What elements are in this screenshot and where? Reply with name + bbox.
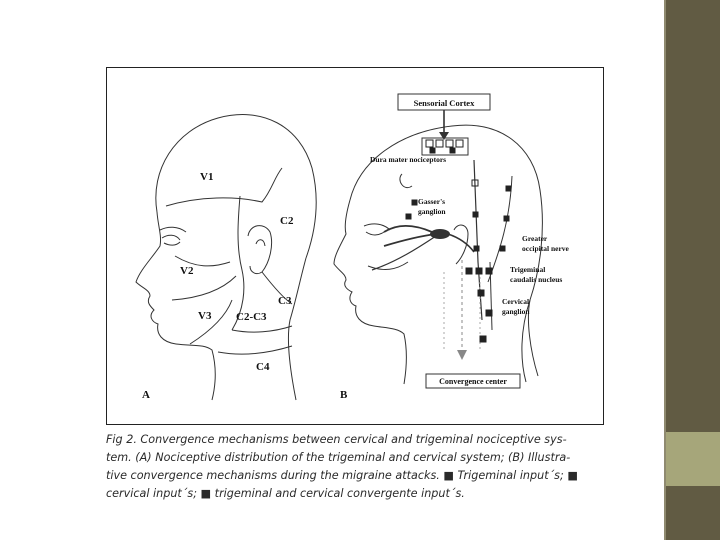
label-gasser-1: Gasser's: [418, 197, 445, 206]
caption-line: tive convergence mechanisms during the m…: [106, 467, 616, 485]
cortex-arrow-icon: [439, 132, 449, 140]
panel-a-labels: V1 V2 V3 C2 C2-C3 C3 C4 A: [142, 171, 294, 401]
panel-a-head: [136, 115, 316, 400]
input-markers: [406, 140, 511, 342]
region-c3: C3: [278, 295, 292, 307]
label-occipital-1: Greater: [522, 234, 548, 243]
label-trigeminal-1: Trigeminal: [510, 265, 545, 274]
label-trigeminal-2: caudalis nucleus: [510, 275, 562, 284]
label-dura-mater: Dura mater nociceptors: [370, 155, 446, 164]
panel-b-labels: Sensorial Cortex Dura mater nociceptors …: [340, 98, 570, 401]
label-cervical-2: ganglion: [502, 307, 530, 316]
region-v3: V3: [198, 310, 212, 322]
panel-b-head: [334, 110, 542, 384]
region-v2: V2: [180, 265, 194, 277]
caption-line: Fig 2. Convergence mechanisms between ce…: [106, 431, 616, 449]
region-c4: C4: [256, 361, 270, 373]
label-occipital-2: occipital nerve: [522, 244, 570, 253]
panel-label-a: A: [142, 389, 150, 401]
caption-line: cervical input´s; ■ trigeminal and cervi…: [106, 485, 616, 503]
label-gasser-2: ganglion: [418, 207, 446, 216]
label-sensorial-cortex: Sensorial Cortex: [414, 98, 475, 108]
region-c2: C2: [280, 215, 294, 227]
caption-line: tem. (A) Nociceptive distribution of the…: [106, 449, 616, 467]
panel-label-b: B: [340, 389, 348, 401]
gasser-ganglion-node: [430, 229, 450, 239]
label-convergence-center: Convergence center: [439, 377, 507, 386]
label-cervical-1: Cervical: [502, 297, 529, 306]
convergence-arrow-icon: [457, 350, 467, 360]
region-c2-c3: C2-C3: [236, 311, 267, 323]
figure-caption: Fig 2. Convergence mechanisms between ce…: [106, 431, 616, 503]
region-v1: V1: [200, 171, 213, 183]
